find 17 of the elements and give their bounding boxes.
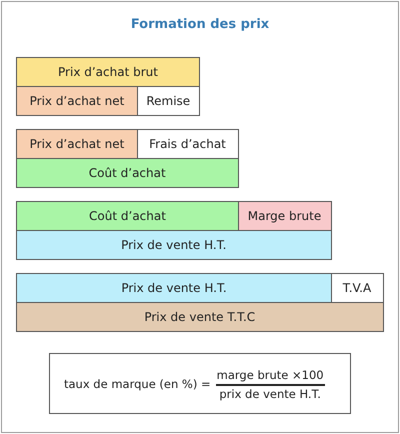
price-segment: Remise (136, 86, 200, 116)
price-segment: Prix de vente T.T.C (16, 302, 384, 332)
price-segment: Prix de vente H.T. (16, 230, 332, 260)
price-segment: Frais d’achat (136, 129, 238, 159)
denominator-text: prix de vente H.T. (219, 387, 321, 401)
price-segment: Coût d’achat (16, 201, 239, 231)
price-segment: Prix d’achat net (16, 86, 138, 116)
formula-text: taux de marque (en %) = (64, 377, 211, 391)
price-segment: Prix d’achat net (16, 129, 138, 159)
price-segment: Marge brute (238, 201, 332, 231)
price-segment: Prix de vente H.T. (16, 273, 332, 303)
price-segment: Prix d’achat brut (16, 57, 200, 87)
title: Formation des prix (130, 17, 270, 32)
price-segment: Coût d’achat (16, 158, 238, 188)
formula-box (49, 353, 351, 414)
numerator-text: marge brute ×100 (216, 368, 324, 382)
price-segment: T.V.A (330, 273, 384, 303)
